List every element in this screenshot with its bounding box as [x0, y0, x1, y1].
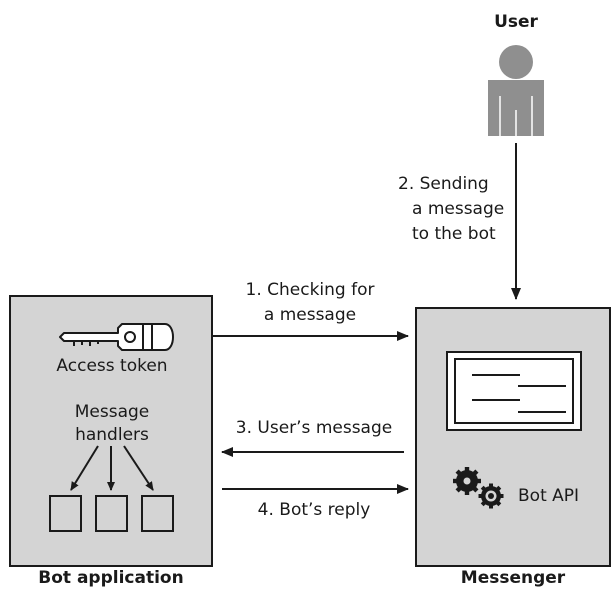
gears-icon	[453, 467, 504, 509]
messenger-window-icon	[446, 351, 582, 431]
step1-label-line2: a message	[263, 305, 357, 325]
handler-box-1	[49, 495, 82, 532]
user-icon	[488, 45, 544, 136]
step4-label: 4. Bot’s reply	[257, 500, 371, 520]
handler-box-2	[95, 495, 128, 532]
handler-box-3	[141, 495, 174, 532]
step1-label-line1: 1. Checking for	[245, 280, 375, 300]
bot-api-label: Bot API	[518, 486, 580, 506]
message-handlers-label-line2: handlers	[75, 425, 149, 445]
messenger-caption: Messenger	[460, 568, 566, 588]
handler-arrow-right	[123, 445, 154, 491]
handler-arrow-left	[70, 445, 99, 491]
messenger-box	[415, 307, 611, 567]
access-token-label: Access token	[56, 356, 168, 376]
step3-label: 3. User’s message	[235, 418, 393, 438]
bot-application-caption: Bot application	[38, 568, 184, 588]
key-icon	[59, 323, 174, 351]
user-label: User	[494, 12, 538, 32]
step2-label-line2: a message	[412, 199, 505, 219]
step2-label-line3: to the bot	[412, 224, 496, 244]
message-handlers-label-line1: Message	[74, 402, 150, 422]
step2-label-line1: 2. Sending	[398, 174, 489, 194]
